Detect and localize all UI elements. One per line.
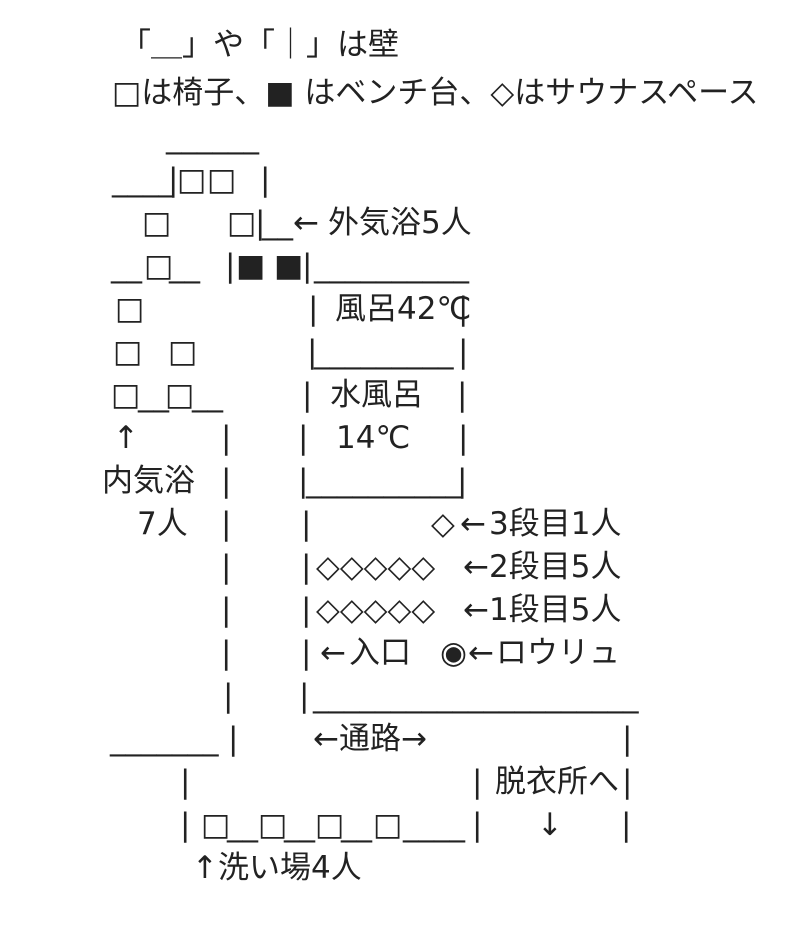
washing-stations-run: __ <box>284 807 315 843</box>
indoor-air-bath-run: | <box>221 463 232 499</box>
cold-bath-run: | <box>457 377 468 413</box>
washing-stations-run: __ <box>341 807 372 843</box>
dressing-room-run: | <box>472 764 483 800</box>
sauna-tier3-run: ← <box>460 506 486 542</box>
washing-stations-run: □ <box>315 807 345 843</box>
hot-bath-bottom-run: □ <box>168 334 198 370</box>
outdoor-air-bath-run: □ <box>227 205 257 241</box>
sauna-entrance-run: ロウリュ <box>496 635 620 671</box>
corridor-run: | <box>622 721 633 757</box>
sauna-tier2-run: | <box>221 549 232 585</box>
outdoor-chairs-top-run: | <box>168 162 179 198</box>
cold-bath-run: 水風呂 <box>330 377 423 413</box>
sauna-tier2-run: | <box>301 549 312 585</box>
bench-row-run: __ <box>169 248 200 284</box>
washing-stations-run: __ <box>227 807 258 843</box>
corridor-run: ←通路→ <box>313 721 427 757</box>
washing-stations-run: □ <box>373 807 403 843</box>
sauna-entrance-run: ← <box>320 635 346 671</box>
sauna-entrance-run: ← <box>468 635 494 671</box>
outdoor-air-bath-run: __ <box>262 205 293 241</box>
sauna-tier2-run: ◇◇◇◇◇ <box>316 549 436 585</box>
sauna-tier1-run: 1段目5人 <box>489 592 622 628</box>
sauna-entrance-run: ◉ <box>440 635 468 671</box>
outdoor-chairs-top-run: ____ <box>112 162 174 198</box>
sauna-tier2-run: ← <box>463 549 489 585</box>
outdoor-chairs-top-run: | <box>260 162 271 198</box>
indoor-air-bath-run: __________ <box>306 463 461 499</box>
cold-bath-temp-run: ↑ <box>113 420 139 456</box>
corridor-run: | <box>228 721 239 757</box>
sauna-tier2-run: 2段目5人 <box>489 549 622 585</box>
bench-row-run: □ <box>144 248 174 284</box>
outdoor-chairs-top-run: □ <box>207 162 237 198</box>
sauna-bottom-wall-run: | <box>299 678 310 714</box>
indoor-air-bath-run: 内気浴 <box>102 463 195 499</box>
washing-stations-run: | <box>472 807 483 843</box>
washing-stations-run: □ <box>201 807 231 843</box>
cold-bath-temp-run: | <box>458 420 469 456</box>
washing-stations-run: | <box>180 807 191 843</box>
cold-bath-run: | <box>302 377 313 413</box>
washing-stations-run: ____ <box>403 807 465 843</box>
bench-row-run: __________ <box>314 248 469 284</box>
indoor-air-bath-run: | <box>298 463 309 499</box>
cold-bath-run: □ <box>111 377 141 413</box>
sauna-tier3-run: ◇ <box>431 506 455 542</box>
hot-bath-bottom-run: | <box>458 334 469 370</box>
cold-bath-temp-run: | <box>221 420 232 456</box>
indoor-air-bath-run: | <box>457 463 468 499</box>
cold-bath-temp-run: 14℃ <box>336 420 411 456</box>
top-wall-run: ______ <box>166 119 259 155</box>
cold-bath-run: __ <box>192 377 223 413</box>
outdoor-chairs-top-run: □ <box>177 162 207 198</box>
sauna-tier1-run: | <box>301 592 312 628</box>
hot-bath-bottom-run: _________ <box>314 334 454 370</box>
sauna-tier1-run: ◇◇◇◇◇ <box>316 592 436 628</box>
sauna-tier1-run: | <box>221 592 232 628</box>
sauna-entrance-run: 入口 <box>349 635 411 671</box>
sauna-tier3-run: 3段目1人 <box>489 506 622 542</box>
hot-bath-run: | <box>308 291 319 327</box>
sauna-tier3-run: 7人 <box>137 506 188 542</box>
sauna-entrance-run: | <box>221 635 232 671</box>
hot-bath-run: □ <box>115 291 145 327</box>
bench-row-run: ■ <box>274 248 304 284</box>
cold-bath-run: □ <box>165 377 195 413</box>
sauna-bottom-wall-run: _____________________ <box>313 678 639 714</box>
sauna-entrance-run: | <box>301 635 312 671</box>
washing-stations-run: ↓ <box>537 807 563 843</box>
washing-stations-run: | <box>621 807 632 843</box>
dressing-room-run: | <box>180 764 191 800</box>
bench-row-run: | <box>225 248 236 284</box>
hot-bath-bottom-run: □ <box>113 334 143 370</box>
outdoor-air-bath-run: ← <box>293 205 319 241</box>
outdoor-air-bath-run: | <box>255 205 266 241</box>
cold-bath-run: __ <box>138 377 169 413</box>
bench-row-run: __ <box>111 248 142 284</box>
hot-bath-bottom-run: | <box>307 334 318 370</box>
bench-row-run: ■ <box>236 248 266 284</box>
outdoor-air-bath-run: □ <box>142 205 172 241</box>
sauna-tier3-run: | <box>301 506 312 542</box>
hot-bath-run: | <box>458 291 469 327</box>
cold-bath-temp-run: | <box>298 420 309 456</box>
washing-stations-run: □ <box>258 807 288 843</box>
outdoor-air-bath-run: 外気浴5人 <box>328 205 472 241</box>
legend-walls-line: 「＿」や「｜」は壁 <box>120 27 399 63</box>
hot-bath-run: 風呂42℃ <box>335 291 472 327</box>
legend-symbols-line: □は椅子、■ はベンチ台、◇はサウナスペース <box>112 75 759 111</box>
corridor-run: _______ <box>110 721 219 757</box>
sauna-tier3-run: | <box>221 506 232 542</box>
sauna-bottom-wall-run: | <box>223 678 234 714</box>
sauna-tier1-run: ← <box>463 592 489 628</box>
bench-row-run: | <box>302 248 313 284</box>
dressing-room-run: 脱衣所へ <box>495 764 619 800</box>
washing-label-run: ↑洗い場4人 <box>192 850 362 886</box>
dressing-room-run: | <box>622 764 633 800</box>
